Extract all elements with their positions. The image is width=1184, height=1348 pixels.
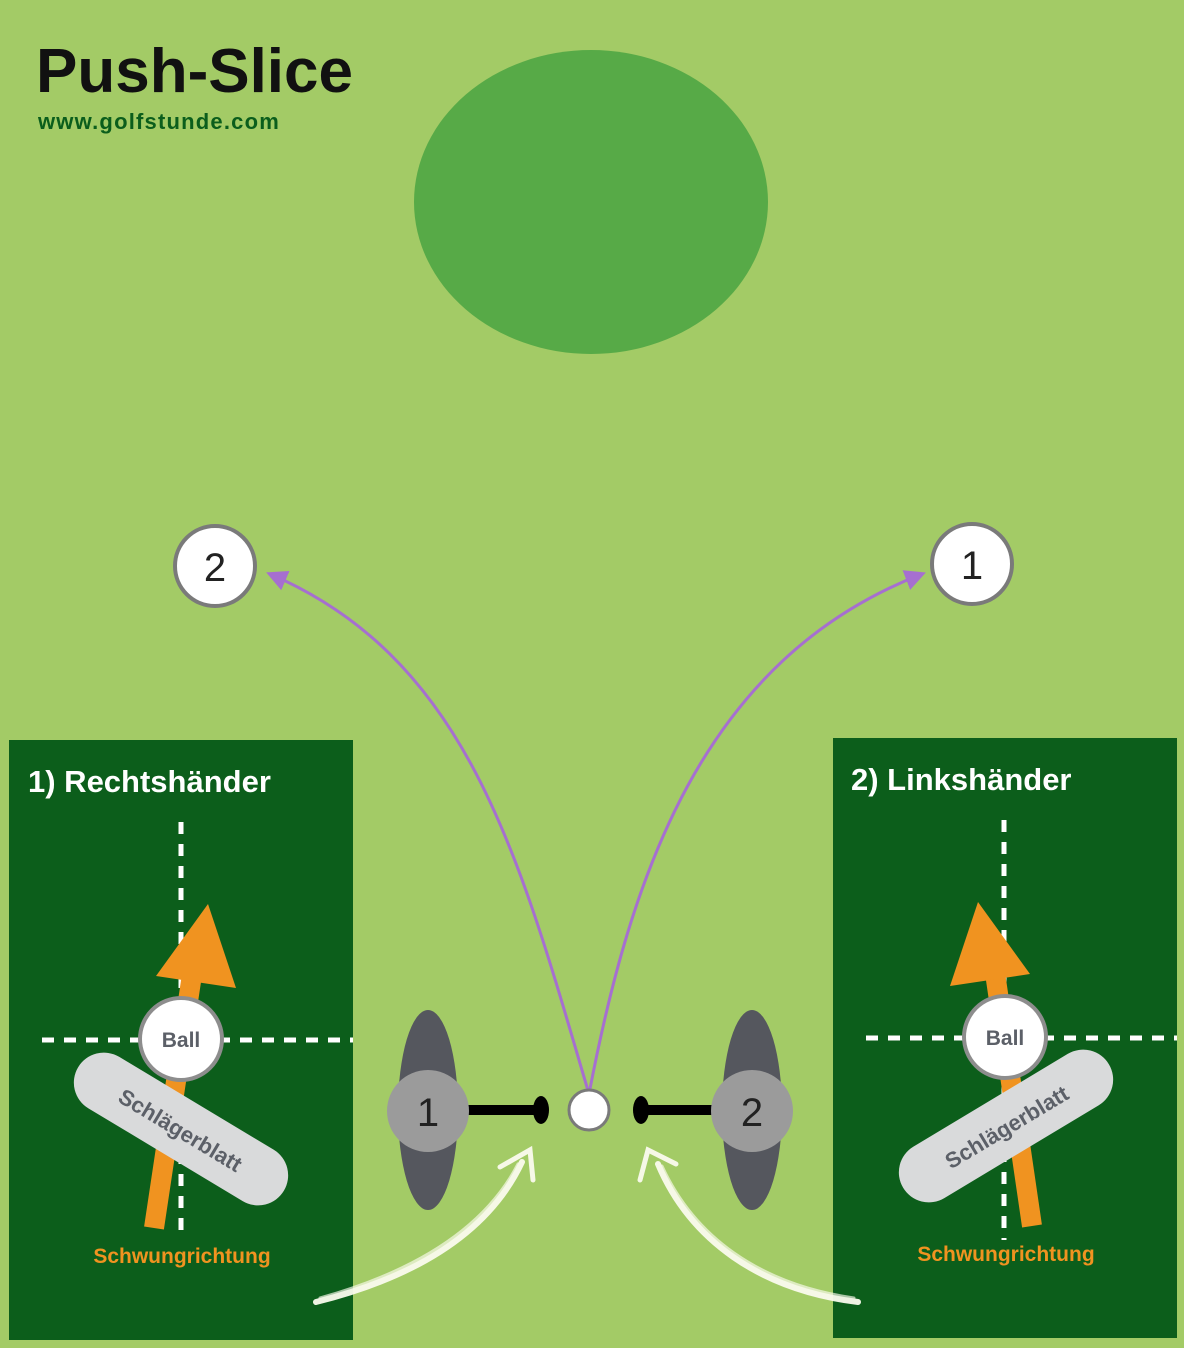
panel-right-handed: 1) Rechtshänder Schlägerblatt Ball Schwu… — [9, 740, 353, 1340]
player-number: 2 — [741, 1091, 763, 1135]
panel-left-handed: 2) Linkshänder Schlägerblatt Ball Schwun… — [833, 738, 1177, 1338]
ball-flight-curve-left — [266, 571, 591, 1095]
club-head — [633, 1096, 649, 1124]
putting-green — [414, 50, 768, 354]
player-right-handed: 1 — [387, 1010, 549, 1210]
chalk-swing-arrow-right — [637, 1146, 861, 1305]
ball: Ball — [962, 994, 1048, 1080]
player-number: 1 — [417, 1091, 439, 1135]
swing-direction-label: Schwungrichtung — [93, 1245, 270, 1268]
panel-left-handed-title: 2) Linkshänder — [851, 762, 1072, 797]
ball: Ball — [138, 996, 224, 1082]
ball-label: Ball — [162, 1029, 201, 1052]
landing-marker-left-label: 2 — [204, 546, 226, 590]
landing-marker-right: 1 — [930, 522, 1014, 606]
landing-marker-left: 2 — [173, 524, 257, 608]
golf-ball — [567, 1088, 611, 1132]
player-body — [711, 1070, 793, 1152]
chalk-swing-arrow-left — [313, 1145, 536, 1305]
player-body — [387, 1070, 469, 1152]
ball-label: Ball — [986, 1027, 1025, 1050]
website-url: www.golfstunde.com — [37, 109, 280, 134]
panel-right-handed-title: 1) Rechtshänder — [28, 764, 271, 799]
swing-direction-label: Schwungrichtung — [917, 1243, 1094, 1266]
ball-flight-curve-right — [587, 570, 926, 1095]
page-title: Push-Slice — [36, 37, 353, 106]
player-left-handed: 2 — [633, 1010, 793, 1210]
landing-marker-right-label: 1 — [961, 544, 983, 588]
club-head — [533, 1096, 549, 1124]
